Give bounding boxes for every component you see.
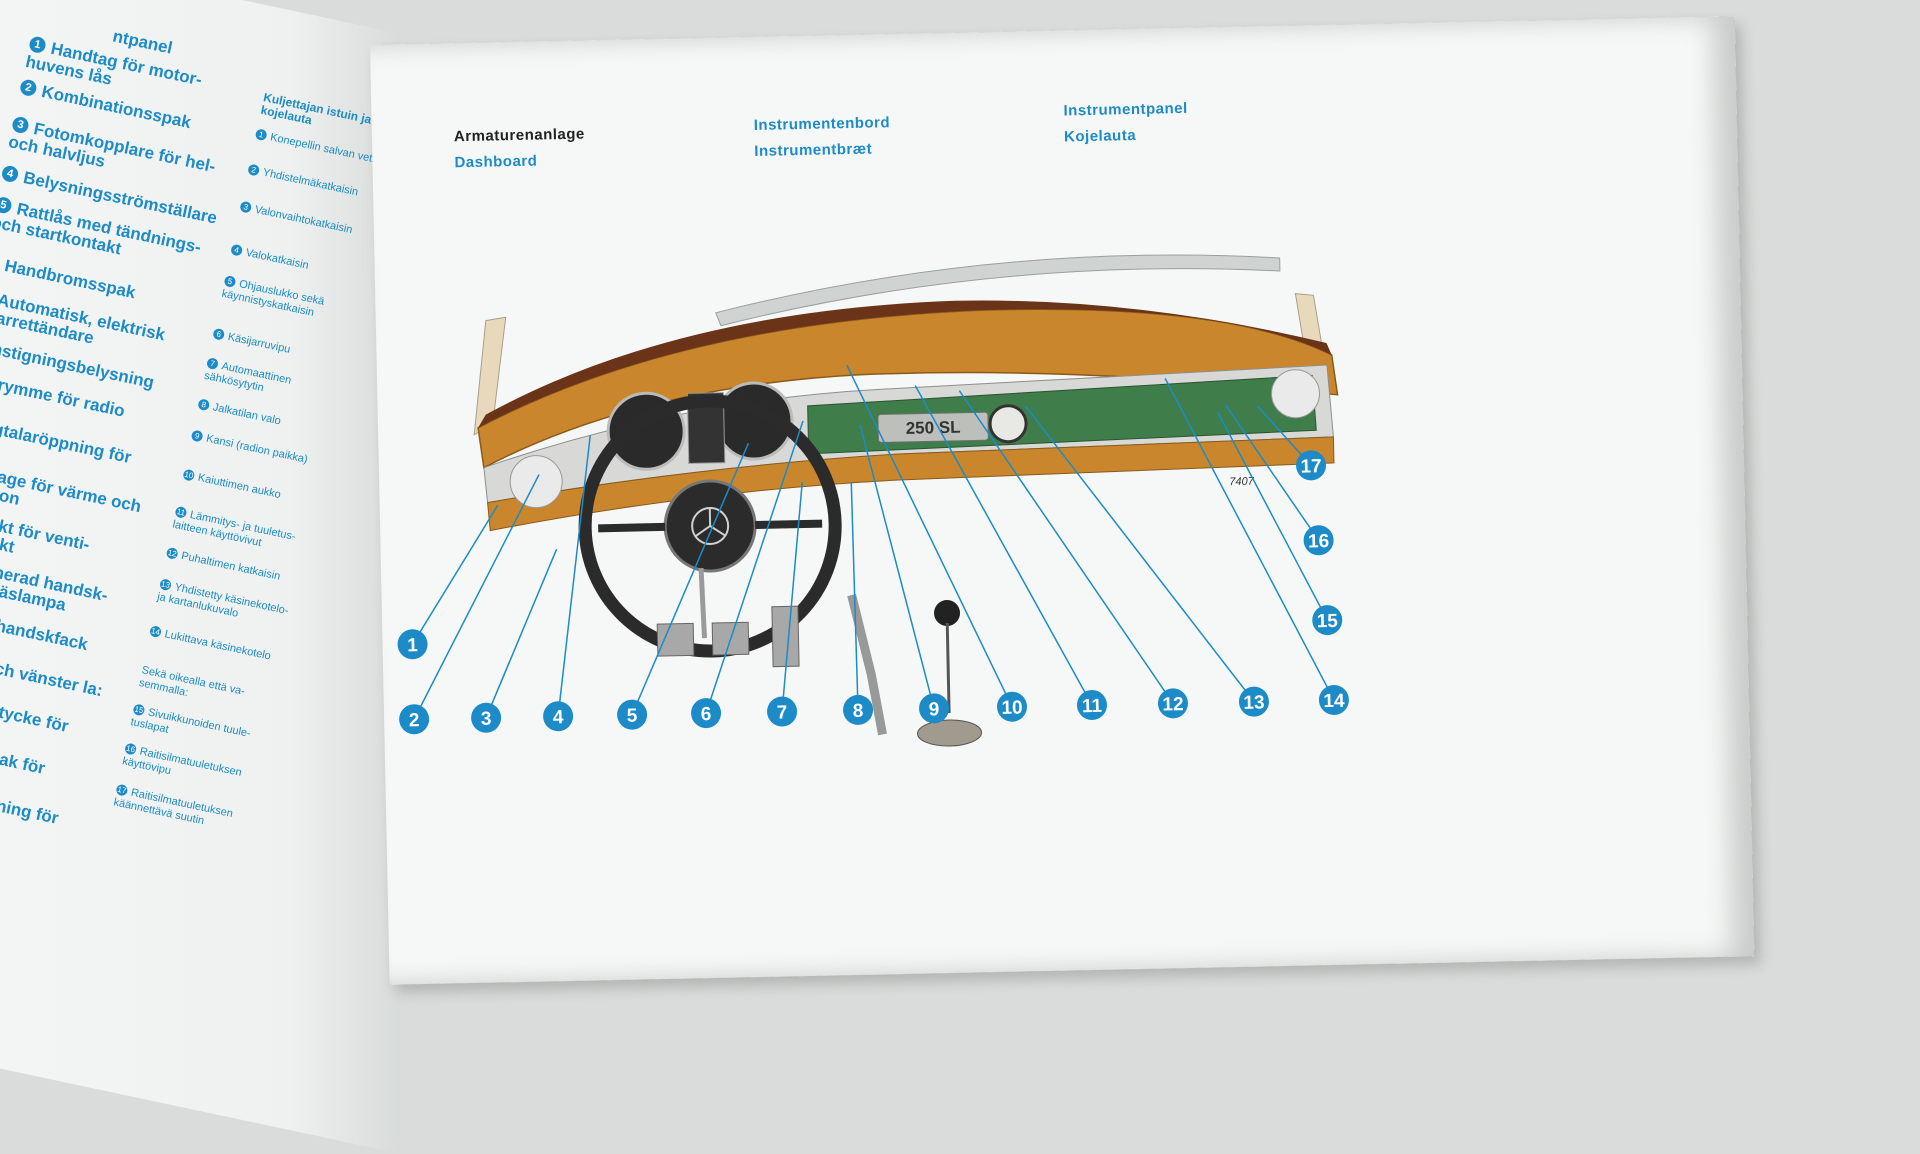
- callout-marker: [1296, 450, 1327, 481]
- right-page: Armaturenanlage Dashboard Instrumentenbo…: [370, 16, 1755, 985]
- callout-leader-line: [705, 420, 804, 714]
- callout-label: 1: [407, 635, 418, 656]
- dash-top-pad: [477, 308, 1339, 469]
- callout-leader-line: [958, 390, 1174, 704]
- gear-boot: [917, 719, 983, 747]
- dashboard-illustration: 250 SL 7407 1: [397, 254, 1349, 747]
- callout-label: 11: [1082, 696, 1103, 717]
- callout-leader-line: [413, 474, 540, 720]
- figure-code: 7407: [1229, 476, 1255, 489]
- callout-leader-line: [1025, 405, 1255, 703]
- callout-label: 16: [1308, 531, 1330, 552]
- callout-leader-line: [1225, 404, 1320, 541]
- callout-label: 13: [1243, 692, 1265, 713]
- callout-marker: [471, 702, 502, 733]
- callout-leader-line: [485, 548, 558, 719]
- callout-label: 4: [553, 707, 564, 728]
- callout-leader-line: [850, 481, 859, 710]
- callout-marker: [691, 698, 722, 729]
- callout-marker: [1076, 690, 1107, 721]
- callout-marker: [843, 694, 874, 725]
- callout-marker: [399, 704, 430, 735]
- callout-marker: [617, 699, 648, 730]
- model-badge-text: 250 SL: [906, 418, 961, 438]
- callout-label: 17: [1300, 456, 1322, 477]
- callout-marker: [1238, 686, 1269, 717]
- right-vent: [1271, 369, 1321, 419]
- callout-label: 5: [627, 706, 638, 727]
- callout-leader-line: [1164, 378, 1335, 701]
- callout-label: 10: [1001, 697, 1023, 718]
- callout-marker: [919, 693, 950, 724]
- clock-gauge: [988, 404, 1028, 444]
- callout-leader-line: [914, 385, 1093, 706]
- windshield-frame: [715, 254, 1281, 327]
- steering-spokes: [598, 519, 823, 533]
- callout-marker: [1312, 605, 1343, 636]
- callout-leader-line: [846, 364, 1013, 708]
- callout-label: 6: [701, 704, 712, 725]
- callout-label: 3: [481, 709, 492, 730]
- handbrake-lever: [847, 593, 887, 736]
- callout-marker: [397, 629, 428, 660]
- callout-label: 15: [1316, 611, 1338, 632]
- pedal-accelerator: [771, 605, 800, 668]
- callout-marker: [1157, 688, 1188, 719]
- pedal-clutch: [656, 622, 695, 657]
- callout-label: 14: [1323, 691, 1345, 712]
- dash-lower-rail: [487, 436, 1335, 532]
- callout-label: 7: [777, 702, 788, 723]
- callout-label: 8: [853, 701, 864, 722]
- callout-marker: [543, 701, 574, 732]
- callout-marker: [1303, 525, 1334, 556]
- steering-column: [698, 568, 707, 639]
- callout-marker: [996, 691, 1027, 722]
- gear-stick: [945, 623, 951, 714]
- callout-label: 12: [1162, 694, 1184, 715]
- callout-label: 9: [929, 699, 940, 720]
- callout-marker: [1318, 684, 1349, 715]
- gear-knob: [934, 600, 961, 627]
- callout-leader-line: [859, 424, 935, 709]
- center-gauges: [686, 392, 726, 464]
- callout-label: 2: [409, 710, 420, 731]
- callout-leader-line: [781, 481, 803, 712]
- callout-marker: [767, 696, 798, 727]
- callout-leader-line: [631, 442, 750, 715]
- callout-leader-line: [1217, 411, 1328, 621]
- callout-leader-line: [411, 505, 499, 645]
- callout-leader-line: [557, 435, 591, 717]
